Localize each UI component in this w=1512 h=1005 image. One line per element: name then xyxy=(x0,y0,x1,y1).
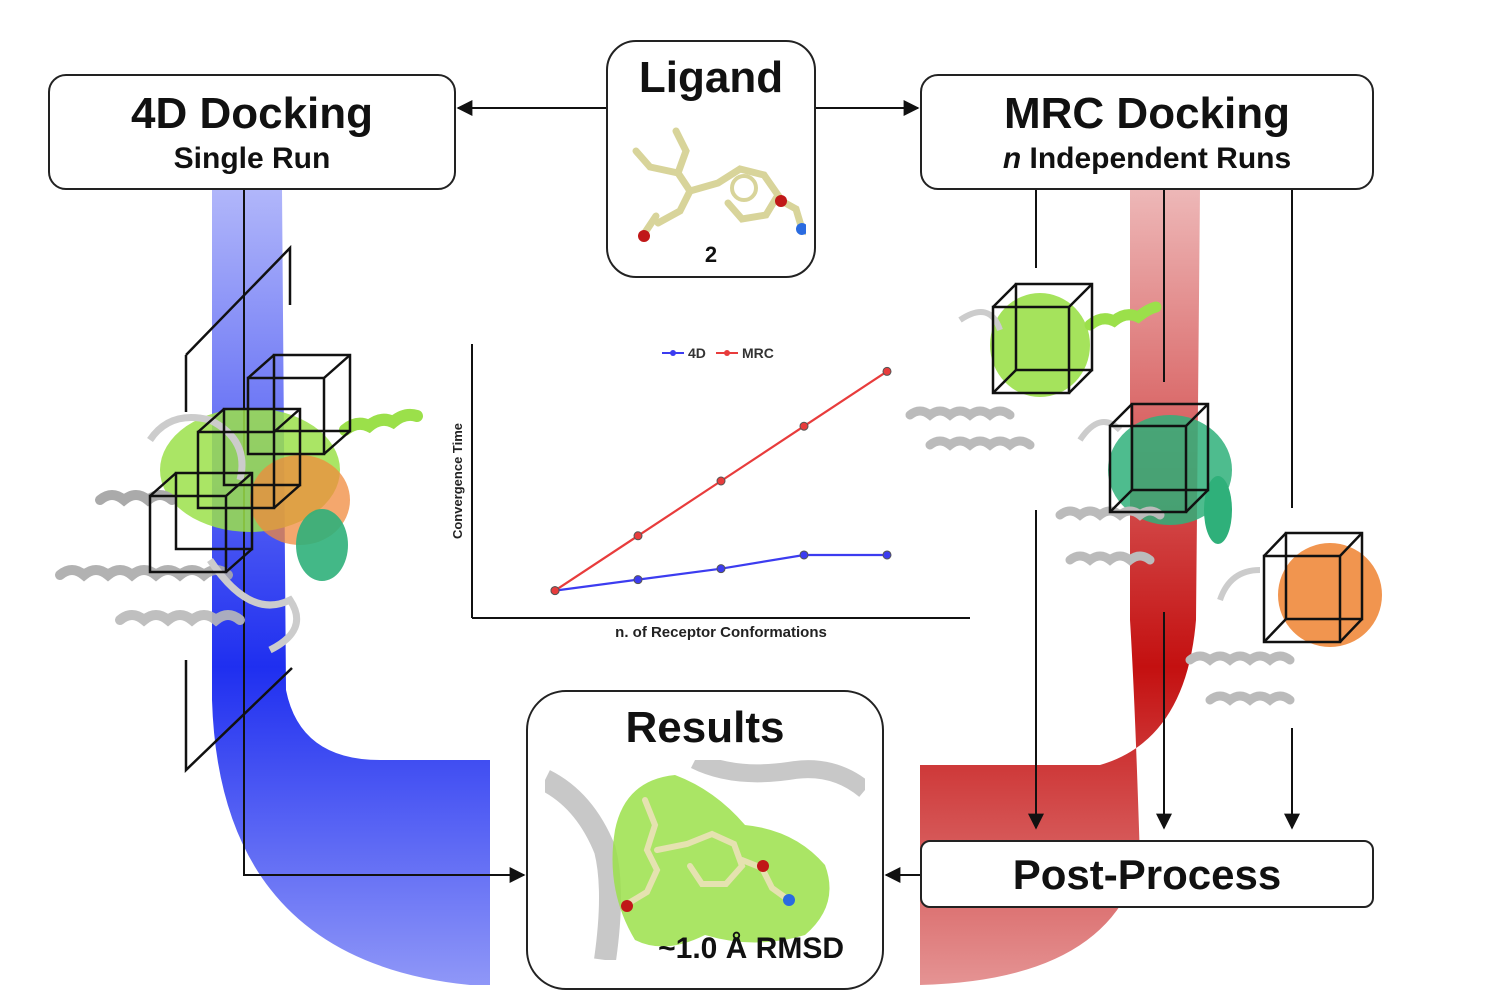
docking-4d-box: 4D Docking Single Run xyxy=(48,74,456,190)
protein-mrc-run-3 xyxy=(1185,543,1382,706)
chart-series-group xyxy=(550,366,892,596)
protein-4d-illustration xyxy=(55,408,423,654)
results-box: Results ~1.0 Å RMSD xyxy=(526,690,884,990)
mrc-subtitle-rest: Independent Runs xyxy=(1029,142,1292,175)
data-point-mrc xyxy=(716,476,726,486)
grid-box-mrc-2 xyxy=(1108,402,1210,514)
data-point-4d xyxy=(716,564,726,574)
results-binding-image xyxy=(545,760,865,960)
data-point-mrc xyxy=(799,421,809,431)
chart-x-label: n. of Receptor Conformations xyxy=(615,624,827,641)
rmsd-label: ~1.0 Å RMSD xyxy=(658,932,844,965)
data-point-mrc xyxy=(882,366,892,376)
legend-label-mrc: MRC xyxy=(742,345,774,361)
legend-marker-mrc xyxy=(724,350,730,356)
data-point-mrc xyxy=(550,586,560,596)
ligand-box: Ligand 2 xyxy=(606,40,816,278)
mrc-n-variable: n xyxy=(1002,142,1022,175)
chart-legend: 4D MRC xyxy=(662,345,774,361)
docking-4d-subtitle: Single Run xyxy=(173,142,331,175)
red-flow-band xyxy=(920,190,1200,985)
mrc-docking-box: MRC Docking n Independent Runs xyxy=(920,74,1374,190)
mrc-docking-title: MRC Docking xyxy=(1004,89,1290,138)
grid-box-mrc-3 xyxy=(1262,531,1364,644)
ligand-number: 2 xyxy=(704,242,718,267)
chart-y-label: Convergence Time xyxy=(450,423,465,539)
data-point-4d xyxy=(799,550,809,560)
convergence-chart: Convergence Time n. of Receptor Conforma… xyxy=(450,344,970,641)
blue-flow-band xyxy=(212,190,490,985)
grid-box-mrc-1 xyxy=(991,282,1094,395)
docking-4d-title: 4D Docking xyxy=(130,89,374,138)
grid-boxes-4d xyxy=(148,244,352,773)
legend-marker-4d xyxy=(670,350,676,356)
data-point-4d xyxy=(882,550,892,560)
results-title: Results xyxy=(625,703,785,752)
ligand-title: Ligand xyxy=(638,53,784,102)
mrc-docking-subtitle: n Independent Runs xyxy=(922,144,1372,174)
data-point-4d xyxy=(633,575,643,585)
legend-label-4d: 4D xyxy=(688,345,706,361)
data-point-mrc xyxy=(633,531,643,541)
post-process-box: Post-Process xyxy=(920,840,1374,908)
ligand-molecule-image xyxy=(632,127,806,242)
post-process-title: Post-Process xyxy=(1012,851,1282,898)
